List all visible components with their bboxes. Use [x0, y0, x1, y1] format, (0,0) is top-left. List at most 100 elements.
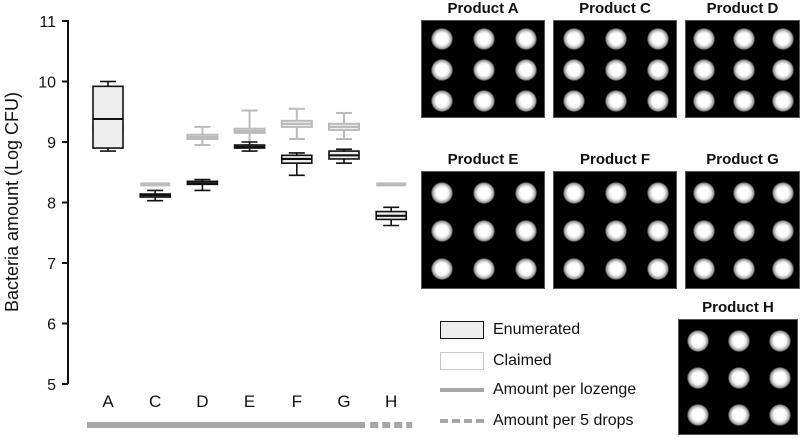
x-tick-label: A [102, 392, 114, 411]
plate-panel: Product F [553, 151, 677, 289]
plate-panel: Product G [685, 151, 800, 289]
colony-spot [562, 220, 585, 242]
legend-label-claimed: Claimed [493, 352, 552, 369]
colony-spot [430, 182, 453, 205]
enumerated-swatch [440, 321, 484, 339]
enumerated-box [139, 189, 171, 202]
y-tick-label: 9 [47, 135, 56, 152]
colony-spot [768, 367, 791, 389]
x-tick-label: E [244, 392, 255, 411]
colony-spot [647, 257, 670, 280]
agar-plate-image [553, 171, 677, 289]
colony-spot [687, 404, 710, 427]
x-tick-label: H [385, 392, 397, 411]
colony-spot [562, 59, 585, 81]
plate-title: Product A [447, 0, 519, 17]
colony-spot [647, 182, 670, 205]
plate-title: Product G [706, 151, 779, 168]
drops-dashed-swatch [440, 419, 484, 423]
colony-spot [768, 329, 791, 352]
colony-spot [515, 220, 538, 242]
colony-spot [771, 182, 794, 205]
enumerated-box [92, 80, 124, 152]
claimed-box [280, 107, 313, 140]
colony-spot [473, 90, 495, 113]
colony-spot [605, 182, 627, 205]
colony-spot [693, 27, 716, 50]
legend-item-drops: Amount per 5 drops [440, 409, 634, 433]
claimed-swatch [440, 352, 484, 370]
colony-spot [430, 220, 453, 242]
legend-item-lozenge: Amount per lozenge [440, 378, 636, 402]
lozenge-line-swatch [440, 388, 484, 392]
colony-spot [430, 59, 453, 81]
x-tick-label: C [149, 392, 161, 411]
colony-spot [562, 27, 585, 50]
colony-spot [473, 257, 495, 280]
colony-spot [605, 27, 627, 50]
colony-spot [562, 90, 585, 113]
enumerated-box [186, 178, 219, 192]
colony-spot [515, 90, 538, 113]
colony-spot [473, 182, 495, 205]
y-tick-label: 11 [39, 14, 56, 31]
agar-plate-image [685, 20, 800, 118]
colony-spot [515, 182, 538, 205]
enumerated-series [92, 80, 408, 227]
colony-spot [693, 59, 716, 81]
box-iqr [92, 85, 124, 149]
colony-spot [693, 220, 716, 242]
x-tick-label: D [196, 392, 208, 411]
colony-spot [732, 257, 755, 280]
colony-spot [647, 90, 670, 113]
colony-spot [728, 329, 750, 352]
claimed-box [233, 109, 266, 147]
agar-plate-image [678, 319, 798, 435]
plate-panel: Product A [421, 0, 545, 118]
agar-plate-image [553, 20, 677, 118]
legend-item-enumerated: Enumerated [440, 318, 580, 342]
colony-spot [473, 27, 495, 50]
colony-spot [771, 220, 794, 242]
enumerated-box [280, 152, 313, 177]
colony-spot [647, 220, 670, 242]
colony-spot [693, 257, 716, 280]
y-tick-label: 8 [47, 196, 56, 213]
x-tick-label: G [337, 392, 350, 411]
colony-spot [732, 59, 755, 81]
colony-spot [732, 182, 755, 205]
colony-spot [605, 257, 627, 280]
x-tick-label: F [292, 392, 302, 411]
plate-title: Product C [579, 0, 651, 17]
plate-title: Product H [702, 299, 774, 316]
claimed-box [328, 111, 360, 140]
colony-spot [515, 59, 538, 81]
colony-spot [771, 59, 794, 81]
colony-spot [605, 59, 627, 81]
y-tick-label: 10 [38, 75, 56, 92]
colony-spot [605, 90, 627, 113]
colony-spot [647, 59, 670, 81]
colony-spot [473, 220, 495, 242]
plate-panel: Product D [685, 0, 800, 118]
plate-panel: Product H [678, 299, 798, 435]
agar-plate-image [685, 171, 800, 289]
legend-label-enumerated: Enumerated [493, 321, 581, 338]
colony-spot [732, 90, 755, 113]
enumerated-box [328, 148, 360, 164]
colony-spot [768, 404, 791, 427]
colony-spot [732, 27, 755, 50]
agar-plate-image [421, 20, 545, 118]
colony-spot [693, 90, 716, 113]
colony-spot [515, 257, 538, 280]
plate-title: Product E [447, 151, 519, 168]
plate-panel: Product E [421, 151, 545, 289]
y-axis-title: Bacteria amount (Log CFU) [2, 92, 22, 312]
colony-spot [728, 404, 750, 427]
legend-label-drops: Amount per 5 drops [493, 412, 634, 429]
colony-spot [647, 27, 670, 50]
colony-spot [430, 90, 453, 113]
y-tick-label: 6 [47, 317, 56, 334]
